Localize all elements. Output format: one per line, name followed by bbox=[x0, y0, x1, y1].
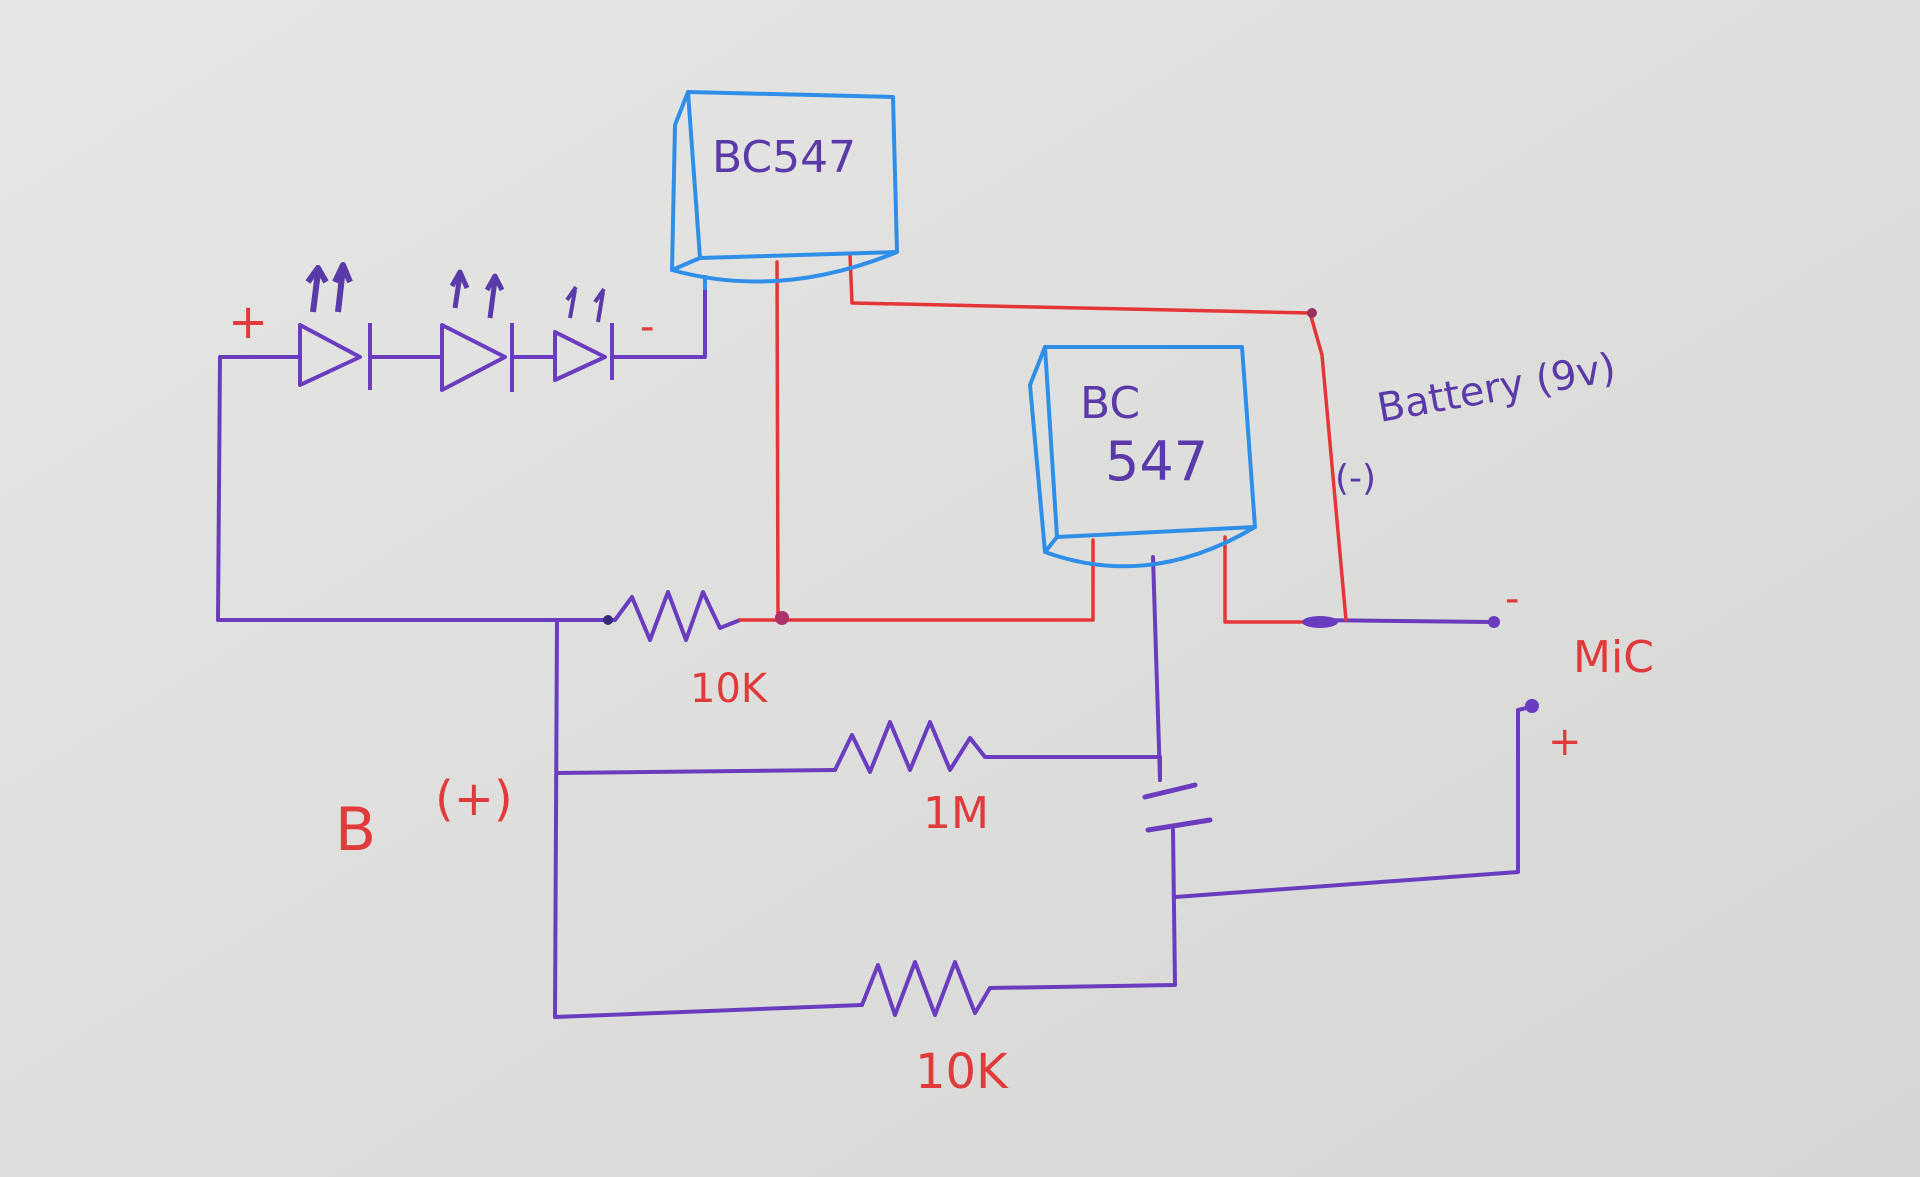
led-2-arrows bbox=[449, 269, 505, 319]
mic-plus-sign: + bbox=[1548, 719, 1582, 765]
led-3-arrows bbox=[565, 285, 606, 323]
branch-10k-bottom-wire bbox=[553, 1003, 864, 1019]
resistor-10k-top-zigzag bbox=[613, 590, 741, 642]
mic-minus-sign: - bbox=[1505, 576, 1519, 622]
led-1-arrows bbox=[305, 262, 353, 313]
transistor-1 bbox=[670, 90, 899, 290]
resistor-3-label: 10K bbox=[915, 1044, 1009, 1100]
led-1 bbox=[298, 262, 372, 390]
mic-label: MiC bbox=[1573, 632, 1654, 683]
transistor-2 bbox=[1028, 345, 1257, 569]
t1-center-pin-wire bbox=[775, 260, 780, 620]
branch-1m-wire-left bbox=[555, 768, 837, 775]
t2-center-pin-wire bbox=[1151, 555, 1162, 782]
battery-negative-wire bbox=[1308, 311, 1348, 622]
transistor-2-label-line2: 547 bbox=[1105, 430, 1208, 493]
capacitor-plate-top bbox=[1142, 782, 1198, 800]
junctions bbox=[603, 308, 1539, 713]
mic-minus-wire bbox=[1308, 618, 1494, 624]
capacitor-plate-bottom bbox=[1145, 817, 1213, 833]
transistor-2-side bbox=[1028, 346, 1059, 554]
capacitor-lower-wire bbox=[988, 828, 1177, 990]
junction-mic-minus bbox=[1302, 616, 1338, 628]
mic-plus-terminal bbox=[1525, 699, 1539, 713]
led-wire-right bbox=[610, 276, 707, 359]
led-minus-sign: - bbox=[640, 304, 654, 350]
led-plus-sign: + bbox=[228, 294, 268, 350]
transistor-2-label-line1: BC bbox=[1080, 378, 1140, 429]
t2-right-pin-wire bbox=[1223, 535, 1312, 624]
resistor-1m-zigzag bbox=[833, 720, 987, 774]
resistors bbox=[613, 590, 992, 1017]
red-wires bbox=[738, 253, 1348, 624]
battery-positive-sign: (+) bbox=[435, 771, 513, 827]
t1-to-battery-wire bbox=[848, 253, 1312, 315]
resistor-2-label: 1M bbox=[923, 788, 989, 839]
transistor-1-side bbox=[670, 91, 701, 272]
battery-positive-letter: B bbox=[335, 795, 376, 865]
battery-negative-label: (-) bbox=[1335, 458, 1376, 499]
left-loop-wire bbox=[216, 355, 617, 622]
junction-battery-top bbox=[1307, 308, 1317, 318]
led-1-triangle bbox=[298, 323, 362, 387]
transistor-2-bottom bbox=[1044, 525, 1257, 569]
led-3-triangle bbox=[553, 330, 607, 382]
led-2 bbox=[440, 269, 514, 392]
transistor-1-bottom bbox=[671, 250, 898, 284]
resistor-1-label: 10K bbox=[690, 666, 769, 712]
r10k-to-t2-wire bbox=[738, 538, 1095, 622]
junction-b-plus bbox=[603, 615, 613, 625]
transistor-1-label: BC547 bbox=[712, 132, 856, 183]
capacitor bbox=[1142, 782, 1213, 833]
led-3 bbox=[553, 285, 614, 382]
purple-wires bbox=[216, 276, 1537, 1019]
battery-plus-bus bbox=[553, 618, 559, 1019]
led-2-triangle bbox=[440, 323, 507, 392]
resistor-10k-bottom-zigzag bbox=[860, 960, 992, 1017]
junction-t1-center bbox=[775, 611, 789, 625]
mic-minus-terminal bbox=[1488, 616, 1500, 628]
